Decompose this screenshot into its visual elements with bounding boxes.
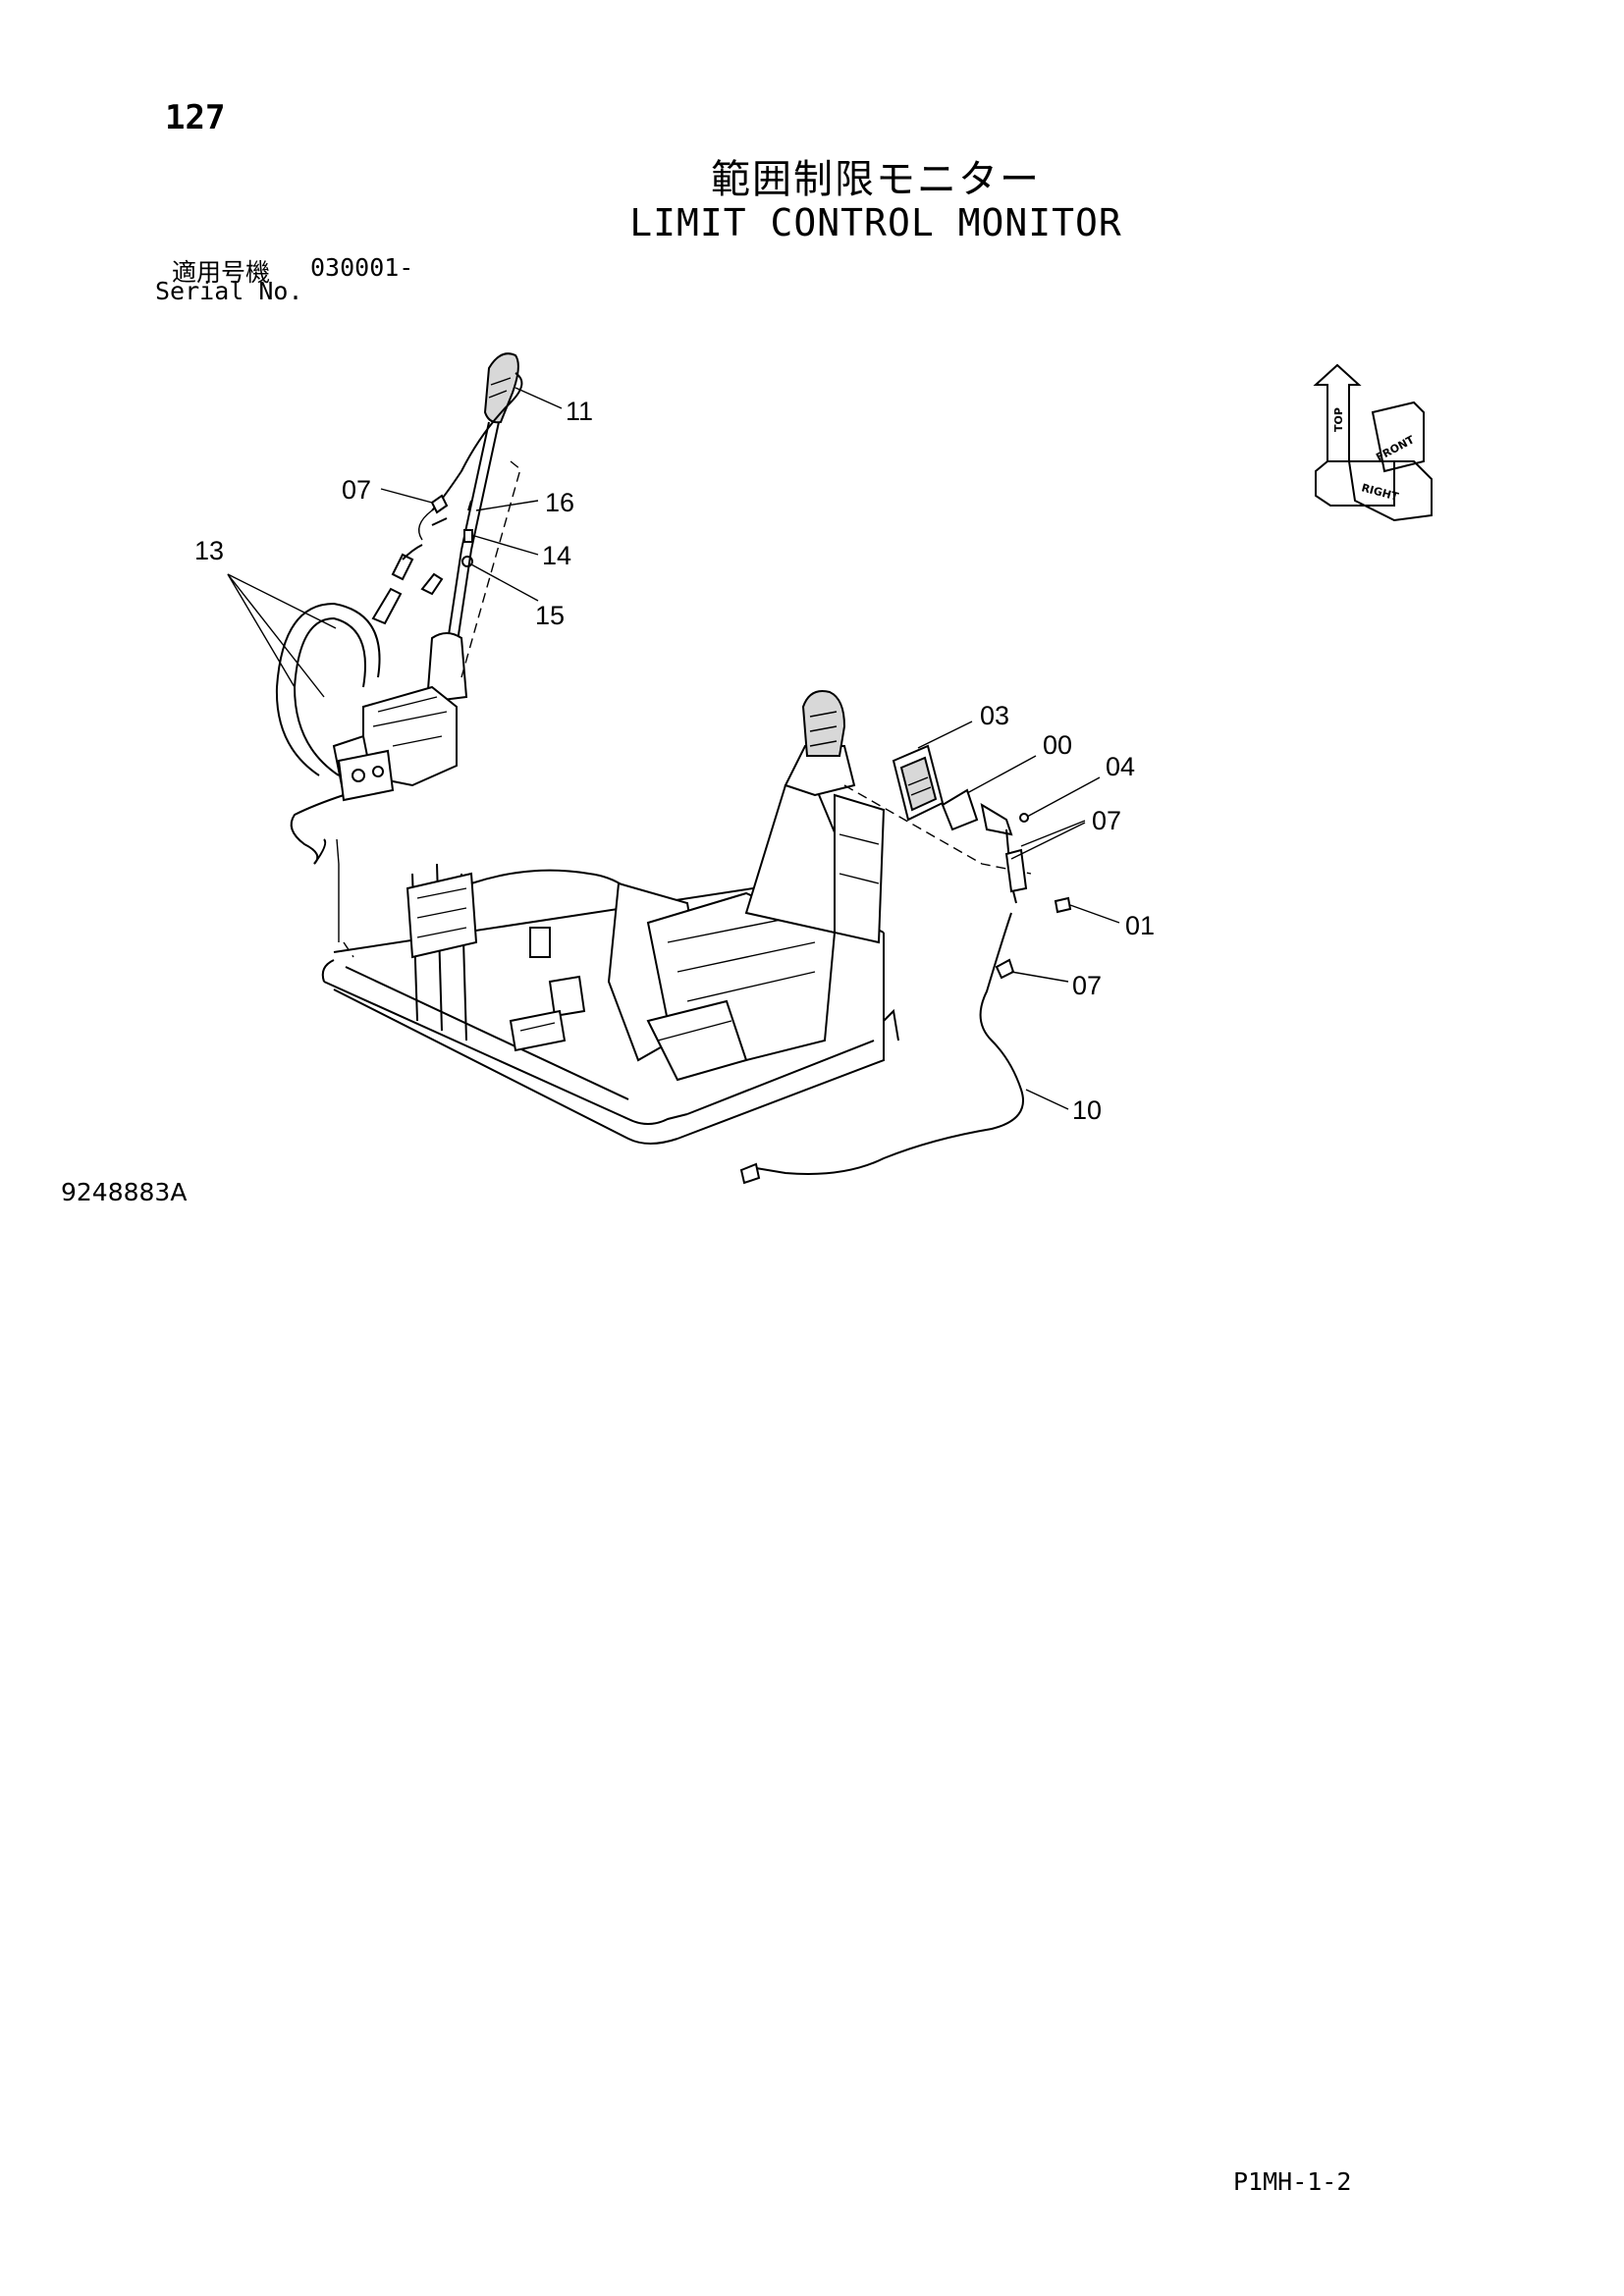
page-title-english: LIMIT CONTROL MONITOR (629, 201, 1122, 244)
callout-13: 13 (194, 536, 224, 565)
callout-01: 01 (1125, 911, 1155, 940)
callout-16: 16 (545, 488, 574, 517)
callout-15: 15 (535, 601, 565, 630)
callout-11: 11 (566, 397, 593, 426)
joystick-lever-assembly (275, 352, 523, 958)
callout-03: 03 (980, 701, 1009, 730)
drawing-number: 9248883A (61, 1178, 188, 1206)
callout-14: 14 (542, 541, 571, 570)
orientation-top-label: TOP (1332, 407, 1345, 432)
page-title-japanese: 範囲制限モニター (711, 157, 1041, 202)
callout-07: 07 (342, 475, 371, 505)
leader-lines (227, 387, 1120, 1110)
serial-label-english: Serial No. (155, 277, 303, 305)
monitor-assembly (739, 744, 1072, 1185)
callout-07: 07 (1072, 971, 1102, 1000)
callout-labels: 11 07 16 13 14 15 03 00 04 07 01 07 10 (194, 397, 1155, 1125)
cab-frame-base (321, 690, 1032, 1145)
serial-number-value: 030001- (310, 253, 414, 282)
callout-10: 10 (1072, 1095, 1102, 1125)
callout-07: 07 (1092, 806, 1121, 835)
serial-label-japanese: 適用号機 (172, 258, 271, 287)
callout-04: 04 (1106, 752, 1135, 781)
orientation-indicator: TOP FRONT RIGHT (1313, 363, 1433, 522)
callout-00: 00 (1043, 730, 1072, 760)
orientation-front-label: FRONT (1374, 433, 1417, 463)
page-code: P1MH-1-2 (1233, 2167, 1352, 2196)
page-number: 127 (165, 98, 226, 137)
